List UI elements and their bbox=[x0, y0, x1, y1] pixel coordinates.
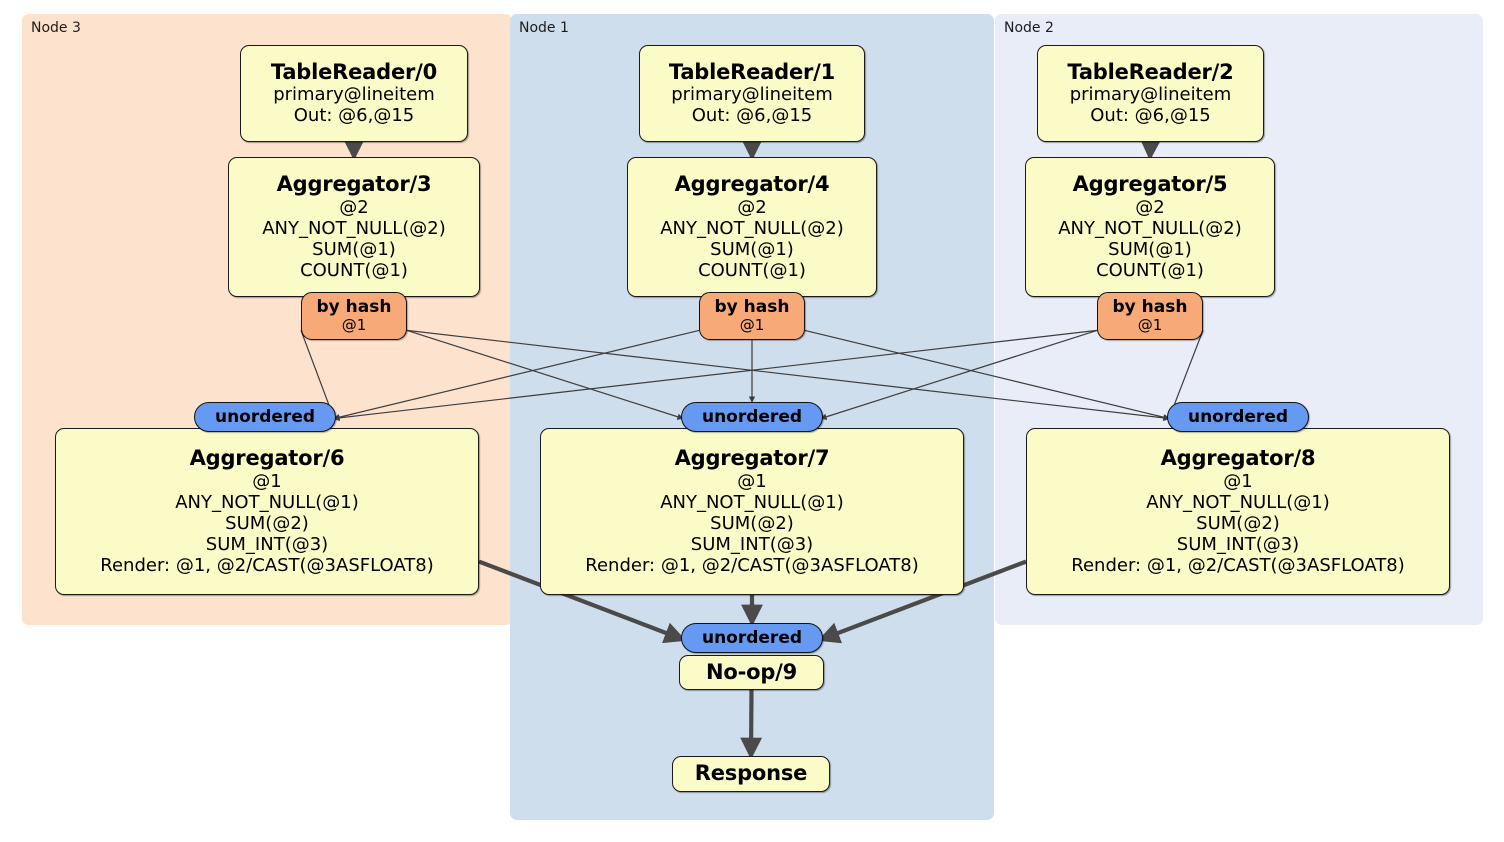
processor-title: Response bbox=[694, 761, 808, 786]
processor-detail-line: @1 bbox=[737, 470, 767, 492]
processor-response[interactable]: Response bbox=[672, 756, 830, 792]
processor-detail-line: ANY_NOT_NULL(@1) bbox=[660, 491, 844, 513]
processor-detail-line: SUM(@1) bbox=[1108, 238, 1192, 260]
processor-title: Aggregator/3 bbox=[276, 172, 432, 197]
processor-detail-line: Render: @1, @2/CAST(@3ASFLOAT8) bbox=[100, 554, 434, 576]
processor-detail-line: SUM(@2) bbox=[710, 512, 794, 534]
processor-detail-line: ANY_NOT_NULL(@2) bbox=[660, 217, 844, 239]
node-panel-label-node1: Node 1 bbox=[519, 20, 569, 36]
router-title: unordered bbox=[701, 406, 803, 427]
processor-detail-line: Render: @1, @2/CAST(@3ASFLOAT8) bbox=[1071, 554, 1405, 576]
processor-detail-line: primary@lineitem bbox=[273, 84, 435, 106]
processor-detail-line: SUM(@2) bbox=[1196, 512, 1280, 534]
processor-detail-line: primary@lineitem bbox=[1069, 84, 1232, 106]
processor-detail-line: SUM_INT(@3) bbox=[1176, 533, 1300, 555]
processor-title: No-op/9 bbox=[705, 659, 798, 684]
processor-detail-line: Out: @6,@15 bbox=[293, 105, 415, 127]
processor-noop9[interactable]: No-op/9 bbox=[679, 655, 824, 690]
processor-title: TableReader/2 bbox=[1067, 59, 1234, 84]
processor-detail-line: @2 bbox=[737, 196, 767, 218]
processor-detail-line: COUNT(@1) bbox=[698, 259, 806, 281]
hash-router-hash5[interactable]: by hash@1 bbox=[1097, 292, 1203, 340]
processor-detail-line: Out: @6,@15 bbox=[1090, 105, 1211, 127]
node-panel-label-node3: Node 3 bbox=[31, 20, 81, 36]
hash-router-hash3[interactable]: by hash@1 bbox=[301, 292, 407, 340]
processor-title: Aggregator/7 bbox=[674, 446, 830, 471]
router-title: unordered bbox=[214, 406, 316, 427]
processor-title: TableReader/1 bbox=[668, 59, 836, 84]
processor-title: Aggregator/8 bbox=[1160, 446, 1316, 471]
processor-detail-line: SUM_INT(@3) bbox=[205, 533, 329, 555]
processor-detail-line: ANY_NOT_NULL(@2) bbox=[262, 217, 446, 239]
processor-detail-line: COUNT(@1) bbox=[1096, 259, 1204, 281]
router-title: by hash bbox=[316, 297, 392, 318]
processor-detail-line: @2 bbox=[1135, 196, 1165, 218]
node-panel-label-node2: Node 2 bbox=[1004, 20, 1054, 36]
unordered-synchronizer-sync8[interactable]: unordered bbox=[1167, 402, 1309, 432]
processor-title: TableReader/0 bbox=[270, 59, 438, 84]
processor-detail-line: SUM(@1) bbox=[710, 238, 794, 260]
processor-detail-line: primary@lineitem bbox=[671, 84, 833, 106]
hash-router-hash4[interactable]: by hash@1 bbox=[699, 292, 805, 340]
processor-detail-line: @1 bbox=[252, 470, 282, 492]
processor-detail-line: @2 bbox=[339, 196, 369, 218]
unordered-synchronizer-sync7[interactable]: unordered bbox=[681, 402, 823, 432]
router-title: by hash bbox=[714, 297, 790, 318]
processor-title: Aggregator/4 bbox=[674, 172, 830, 197]
processor-detail-line: @1 bbox=[1223, 470, 1253, 492]
unordered-synchronizer-sync9[interactable]: unordered bbox=[681, 623, 823, 653]
processor-detail-line: ANY_NOT_NULL(@1) bbox=[175, 491, 359, 513]
router-subtitle: @1 bbox=[341, 316, 367, 335]
processor-detail-line: COUNT(@1) bbox=[300, 259, 408, 281]
processor-detail-line: ANY_NOT_NULL(@1) bbox=[1146, 491, 1330, 513]
unordered-synchronizer-sync6[interactable]: unordered bbox=[194, 402, 336, 432]
router-title: unordered bbox=[701, 627, 803, 648]
processor-detail-line: SUM_INT(@3) bbox=[690, 533, 814, 555]
processor-detail-line: Render: @1, @2/CAST(@3ASFLOAT8) bbox=[585, 554, 919, 576]
processor-detail-line: SUM(@2) bbox=[225, 512, 309, 534]
processor-detail-line: Out: @6,@15 bbox=[691, 105, 813, 127]
router-subtitle: @1 bbox=[1137, 316, 1163, 335]
processor-title: Aggregator/6 bbox=[189, 446, 345, 471]
router-title: unordered bbox=[1187, 406, 1289, 427]
processor-title: Aggregator/5 bbox=[1072, 172, 1228, 197]
processor-detail-line: SUM(@1) bbox=[312, 238, 396, 260]
router-subtitle: @1 bbox=[739, 316, 765, 335]
processor-detail-line: ANY_NOT_NULL(@2) bbox=[1058, 217, 1242, 239]
router-title: by hash bbox=[1112, 297, 1188, 318]
